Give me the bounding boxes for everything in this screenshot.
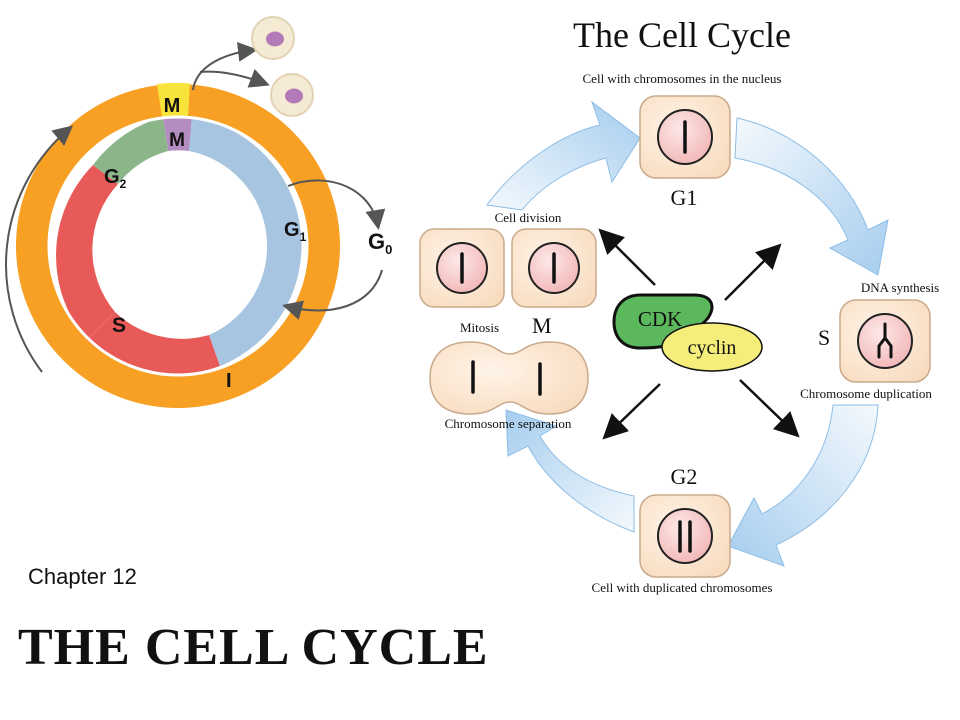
g1-phase-label: G1 [671, 185, 698, 210]
g2-phase-segment [93, 117, 168, 184]
top-caption: Cell with chromosomes in the nucleus [583, 71, 782, 86]
diagram-title: The Cell Cycle [573, 15, 791, 55]
divided-cell-right [511, 228, 597, 308]
arrow-g2-to-m [505, 409, 635, 533]
g0-label-main: G [368, 229, 385, 254]
g2-label: G2 [104, 166, 127, 191]
g1-phase-segment [189, 117, 302, 366]
dna-synthesis-label: DNA synthesis [861, 280, 939, 295]
slide-title: THE CELL CYCLE [18, 619, 489, 676]
s-phase-segment [56, 165, 118, 340]
g1-label-main: G [284, 219, 300, 241]
cdk-label: CDK [638, 307, 682, 331]
outer-i-label: I [226, 370, 232, 392]
outer-m-label: M [164, 95, 181, 117]
arrow-s-to-g2 [727, 404, 879, 567]
right-cell-cycle-diagram: The Cell Cycle Cell with chromosomes in … [419, 15, 939, 595]
arrow-g1-to-s [734, 117, 889, 276]
g2-label-sub: 2 [120, 177, 127, 191]
g0-return-arrow [282, 269, 383, 320]
s-phase-label: S [818, 325, 830, 350]
g0-label: G0 [368, 229, 392, 257]
division-arrow-lower [199, 68, 270, 88]
cycle-direction-arrow [5, 125, 74, 373]
s-label: S [112, 314, 126, 337]
s-phase-segment-lower [87, 312, 220, 375]
m-phase-label: M [532, 313, 552, 338]
inner-m-label: M [169, 130, 185, 151]
chapter-label: Chapter 12 [28, 564, 137, 589]
regulator-arrow-ne [724, 243, 782, 301]
chromosome-duplication-label: Chromosome duplication [800, 386, 932, 401]
g1-label: G1 [284, 219, 307, 244]
daughter-cell-2 [270, 73, 314, 117]
regulator-arrow-se [739, 379, 800, 438]
g1-cell [639, 95, 731, 179]
cyclin-shape: cyclin [661, 322, 763, 372]
cell-division-label: Cell division [495, 210, 562, 225]
daughter-cell-1 [251, 16, 295, 60]
division-arrow-upper [192, 41, 258, 91]
regulator-arrow-nw [598, 228, 656, 286]
s-cell [839, 299, 931, 383]
inner-m-segment [163, 116, 192, 151]
chromosome-separation-label: Chromosome separation [445, 416, 572, 431]
separating-cell [429, 341, 589, 415]
bottom-caption: Cell with duplicated chromosomes [592, 580, 773, 595]
g0-label-sub: 0 [385, 242, 392, 257]
divided-cell-left [419, 228, 505, 308]
cyclin-label: cyclin [688, 337, 737, 359]
g2-label-main: G [104, 166, 120, 188]
g2-phase-label: G2 [671, 464, 698, 489]
left-cell-cycle-wheel: M M G2 G1 S I G0 [5, 16, 392, 408]
g2-cell [639, 494, 731, 578]
g0-exit-arrow [287, 179, 386, 230]
mitosis-label: Mitosis [460, 320, 499, 335]
regulator-arrow-sw [602, 383, 661, 440]
outer-m-segment [157, 82, 190, 118]
arrow-m-to-g1 [486, 100, 641, 211]
g1-label-sub: 1 [300, 230, 307, 244]
